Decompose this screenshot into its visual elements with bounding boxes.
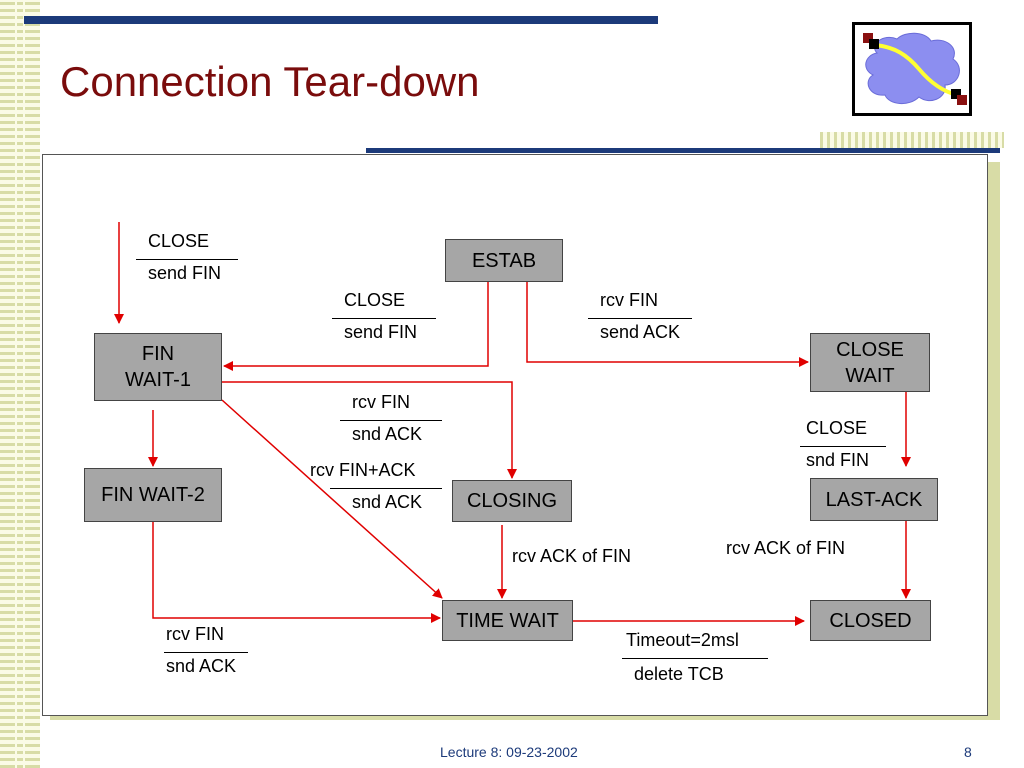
state-fin-wait-2: FIN WAIT-2 (84, 468, 222, 522)
label-fw1-closing-action: snd ACK (352, 424, 423, 444)
top-accent-bar (24, 16, 658, 24)
arrow-finwait2-to-timewait (152, 522, 441, 623)
footer-lecture: Lecture 8: 09-23-2002 (440, 744, 578, 760)
label-divider (136, 259, 238, 260)
decorative-band (820, 132, 1004, 148)
label-estab-close-action: send FIN (344, 322, 418, 342)
slide-title: Connection Tear-down (60, 58, 480, 105)
state-closed: CLOSED (810, 600, 931, 641)
label-init-event: CLOSE (148, 231, 210, 251)
label-divider (622, 658, 768, 659)
state-fin-wait-1: FIN WAIT-1 (94, 333, 222, 401)
label-divider (340, 420, 442, 421)
label-divider (588, 318, 692, 319)
label-fw2-action: snd ACK (166, 656, 237, 676)
state-time-wait: TIME WAIT (442, 600, 573, 641)
state-closing: CLOSING (452, 480, 572, 522)
label-divider (164, 652, 248, 653)
accent-line (366, 148, 1000, 153)
arrow-estab-to-finwait1 (223, 282, 489, 371)
label-timewait-event: Timeout=2msl (626, 630, 739, 650)
label-init-action: send FIN (148, 263, 222, 283)
left-decorative-pattern (0, 0, 40, 768)
label-estab-rcv-event: rcv FIN (600, 290, 658, 310)
label-closing-event: rcv ACK of FIN (512, 546, 632, 566)
label-divider (330, 488, 442, 489)
label-closewait-event: CLOSE (806, 418, 868, 438)
label-fw1-closing-event: rcv FIN (352, 392, 410, 412)
label-estab-close-event: CLOSE (344, 290, 406, 310)
label-fw1-timewait-event: rcv FIN+ACK (310, 460, 416, 480)
label-timewait-action: delete TCB (634, 664, 724, 684)
label-fw2-event: rcv FIN (166, 624, 224, 644)
label-estab-rcv-action: send ACK (600, 322, 681, 342)
state-last-ack: LAST-ACK (810, 478, 938, 521)
arrow-finwait1-to-timewait (221, 399, 443, 599)
network-cloud-icon (852, 22, 972, 116)
arrow-finwait1-to-closing (222, 381, 517, 479)
state-close-wait: CLOSE WAIT (810, 333, 930, 392)
label-divider (800, 446, 886, 447)
label-fw1-timewait-action: snd ACK (352, 492, 423, 512)
page-number: 8 (964, 744, 972, 760)
label-lastack-event: rcv ACK of FIN (726, 538, 846, 558)
state-estab: ESTAB (445, 239, 563, 282)
label-closewait-action: snd FIN (806, 450, 870, 470)
arrow-estab-to-closewait (526, 282, 809, 367)
label-divider (332, 318, 436, 319)
